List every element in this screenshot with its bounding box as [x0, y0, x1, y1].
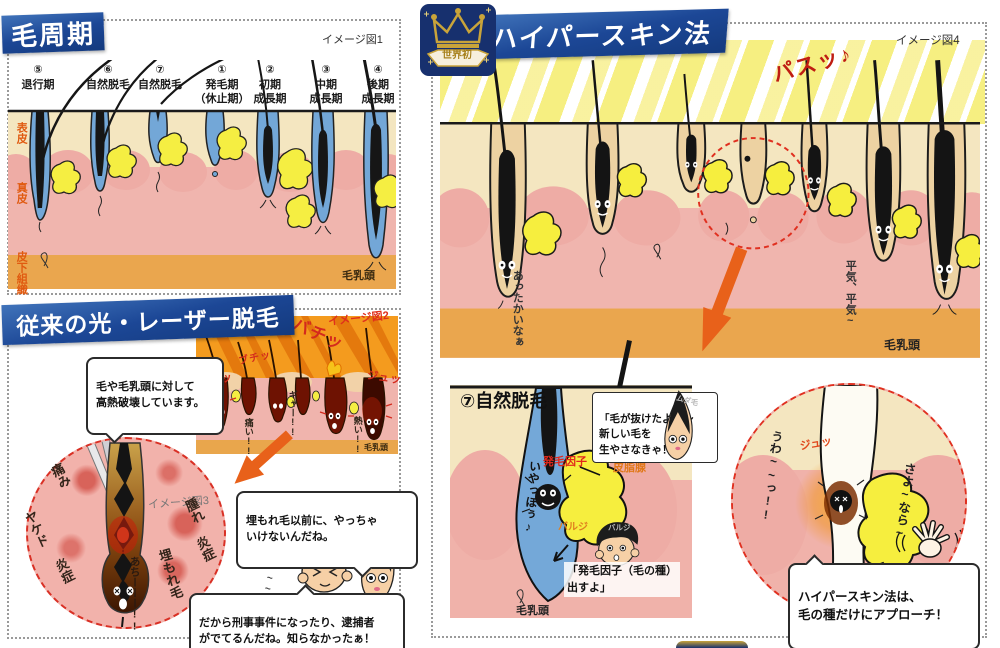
- panel2-title: 従来の光・レーザー脱毛: [15, 304, 281, 340]
- phase-6-label: ⑥ 自然脱毛: [86, 64, 130, 91]
- label-bulge-region: バルジ: [558, 522, 588, 533]
- partial-crown-badge: [676, 641, 748, 648]
- label-sebaceous-gland: 皮脂腺: [613, 462, 646, 474]
- bubble-release-seed: 「発毛因子（毛の種） 出すよ」: [564, 562, 680, 597]
- damage-circle: [26, 437, 226, 629]
- phase-3-label: ③ 中期 成長期: [309, 64, 343, 106]
- hyperskin-skin-diagram: [440, 59, 980, 358]
- bubble-heat-destroy: 毛や毛乳頭に対して 高熱破壊しています。: [86, 357, 224, 444]
- sfx-itai: 痛い!!: [243, 418, 254, 456]
- papilla-label-1: 毛乳頭: [342, 270, 375, 282]
- bubble-approach: ハイパースキン法は、 毛の種だけにアプローチ！: [788, 554, 980, 648]
- panel3-title-badge: ハイパースキン法: [475, 8, 729, 60]
- phase-5-label: ⑤ 退行期: [21, 64, 55, 91]
- panel1-title-badge: 毛周期: [1, 12, 105, 54]
- papilla-label-4: 毛乳頭: [516, 605, 549, 617]
- bubble-criminal-case-text: だから刑事事件になったり、逮捕者 がでてるんだね。知らなかったぁ！: [199, 616, 375, 645]
- papilla-label-3: 毛乳頭: [884, 338, 921, 352]
- sfx-gya: ギャー!!: [287, 390, 298, 437]
- phase-7-label: ⑦ 自然脱毛: [138, 64, 182, 91]
- figure1-caption: イメージ図1: [322, 34, 383, 46]
- bulge-small-label: バルジ: [608, 523, 631, 532]
- world-first-badge: 世界初: [420, 4, 496, 76]
- panel3-title: ハイパースキン法: [490, 17, 714, 54]
- bubble-approach-text: ハイパースキン法は、 毛の種だけにアプローチ！: [798, 590, 949, 623]
- figure4-caption: イメージ図4: [896, 35, 960, 47]
- sfx-atsui: 熱い!!: [352, 416, 363, 454]
- bubble-criminal-case: だから刑事事件になったり、逮捕者 がでてるんだね。知らなかったぁ！: [189, 584, 405, 648]
- label-growth-factor: 発毛因子: [543, 456, 587, 468]
- natural-shed-title: ⑦自然脱毛: [460, 391, 548, 411]
- world-first-text: 世界初: [442, 50, 472, 61]
- papilla-label-2: 毛乳頭: [364, 443, 388, 452]
- layer-label-dermis: 真皮: [15, 182, 28, 204]
- bubble-heat-destroy-text: 毛や毛乳頭に対して 高熱破壊しています。: [96, 380, 205, 409]
- bubble-ingrown-warning: 埋もれ毛以前に、やっちゃ いけないんだね。: [236, 491, 418, 578]
- layer-label-epidermis: 表皮: [15, 122, 28, 144]
- phase-4-label: ④ 後期 成長期: [361, 64, 395, 106]
- crown-icon: [424, 7, 491, 67]
- phase-2-label: ② 初期 成長期: [253, 64, 287, 106]
- bulge-character-small: [592, 519, 644, 569]
- label-achii: あちーーー!!: [128, 556, 141, 633]
- layer-label-subcutis: 皮下組織: [15, 251, 28, 295]
- damage-circle-art: [83, 439, 150, 627]
- panel1-title: 毛周期: [10, 18, 96, 51]
- bubble-ingrown-warning-text: 埋もれ毛以前に、やっちゃ いけないんだね。: [246, 514, 378, 543]
- hair-cycle-skin-diagram: [8, 60, 396, 289]
- mudage-character-small: [655, 390, 699, 468]
- label-heiki: 平気、平気~: [844, 260, 857, 327]
- phase-1-label: ① 発毛期 （休止期）: [194, 64, 250, 106]
- label-warm: あったかいなぁ: [511, 270, 524, 347]
